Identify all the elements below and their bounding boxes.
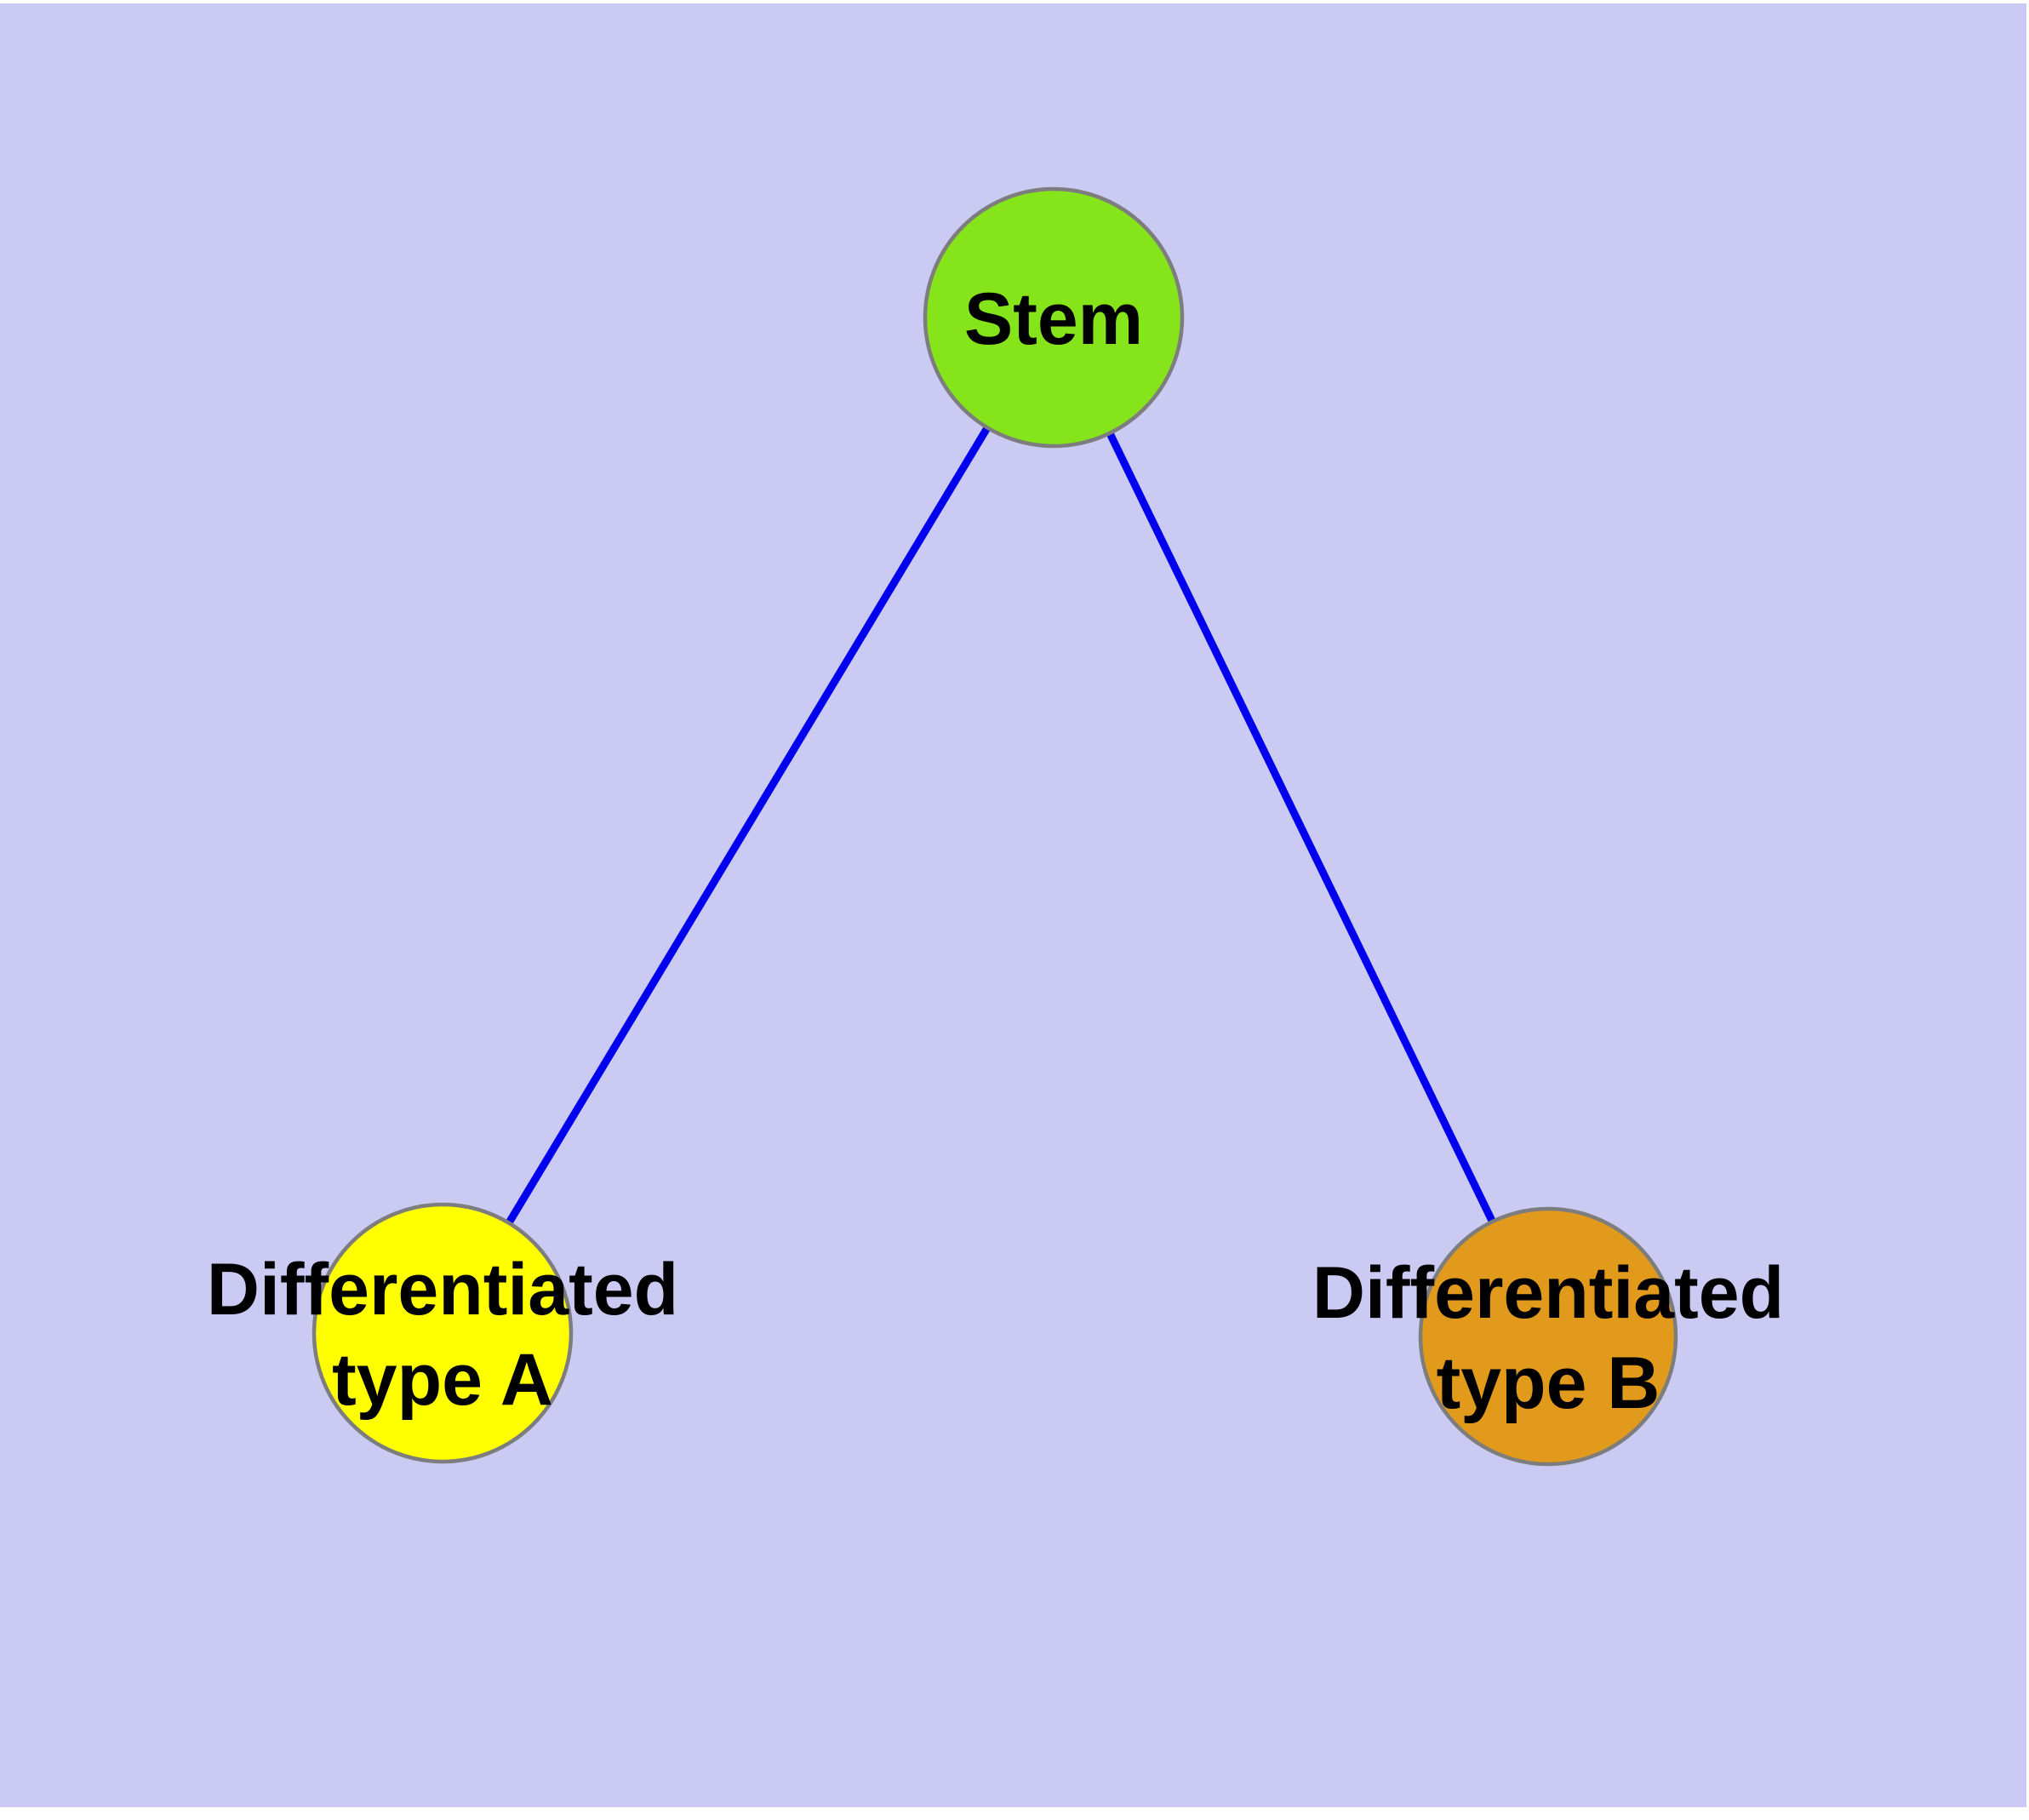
nodes-layer: [311, 186, 1678, 1467]
node-differentiated-type-a-circle: [311, 1202, 574, 1464]
node-stem-circle: [923, 186, 1185, 449]
edges-layer: [439, 315, 1552, 1338]
edge-stem-to-differentiated-type-a: [439, 315, 1057, 1336]
edge-stem-to-differentiated-type-b: [1049, 316, 1552, 1338]
node-stem-label: Stem: [964, 278, 1143, 360]
node-differentiated-type-b-circle: [1418, 1206, 1678, 1467]
